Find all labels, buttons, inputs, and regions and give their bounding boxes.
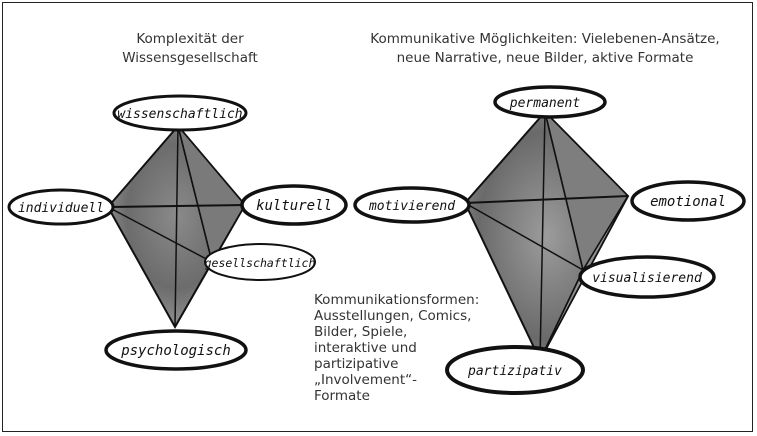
- left-title-line-1: Komplexität der: [136, 31, 244, 47]
- right-node-lower-right: visualisierend: [578, 255, 716, 299]
- right-node-lower-right-label: visualisierend: [592, 271, 702, 286]
- right-node-top: permanent: [493, 85, 607, 119]
- right-title-line-2: neue Narrative, neue Bilder, aktive Form…: [396, 50, 694, 66]
- border-frame: [2, 2, 753, 432]
- right-node-top-label: permanent: [509, 96, 581, 111]
- formats-line-1: Kommunikationsformen:: [314, 292, 480, 308]
- left-node-bottom-label: psychologisch: [120, 343, 231, 359]
- formats-line-3: Bilder, Spiele,: [314, 324, 408, 340]
- left-node-left: individuell: [7, 188, 115, 226]
- formats-line-2: Ausstellungen, Comics,: [314, 308, 472, 324]
- formats-line-4: interaktive und: [314, 340, 417, 356]
- left-title: Komplexität der Wissensgesellschaft: [95, 30, 285, 68]
- right-title-line-1: Kommunikative Möglichkeiten: Vielebenen-…: [370, 31, 720, 47]
- formats-line-7: Formate: [314, 388, 370, 404]
- formats-line-5: partizipative: [314, 356, 399, 372]
- right-node-right-label: emotional: [650, 194, 726, 210]
- right-title: Kommunikative Möglichkeiten: Vielebenen-…: [350, 30, 740, 68]
- left-node-lower-right-label: gesellschaftlich: [205, 256, 316, 270]
- left-node-left-label: individuell: [18, 201, 104, 216]
- right-node-bottom: partizipativ: [445, 345, 585, 395]
- left-node-lower-right: gesellschaftlich: [204, 243, 316, 281]
- left-node-right-label: kulturell: [256, 198, 332, 214]
- left-title-line-2: Wissensgesellschaft: [122, 50, 258, 66]
- communication-formats-text: Kommunikationsformen: Ausstellungen, Com…: [314, 292, 514, 404]
- left-node-top-label: wissenschaftlich: [117, 107, 242, 122]
- left-octahedron: [106, 124, 247, 330]
- left-node-top: wissenschaftlich: [112, 94, 248, 132]
- left-node-right: kulturell: [240, 184, 348, 226]
- right-node-right: emotional: [630, 180, 746, 222]
- right-node-bottom-label: partizipativ: [467, 364, 562, 379]
- left-node-bottom: psychologisch: [104, 329, 248, 371]
- right-node-left: motivierend: [353, 186, 471, 224]
- right-node-left-label: motivierend: [368, 199, 455, 214]
- formats-line-6: „Involvement“-: [314, 372, 417, 388]
